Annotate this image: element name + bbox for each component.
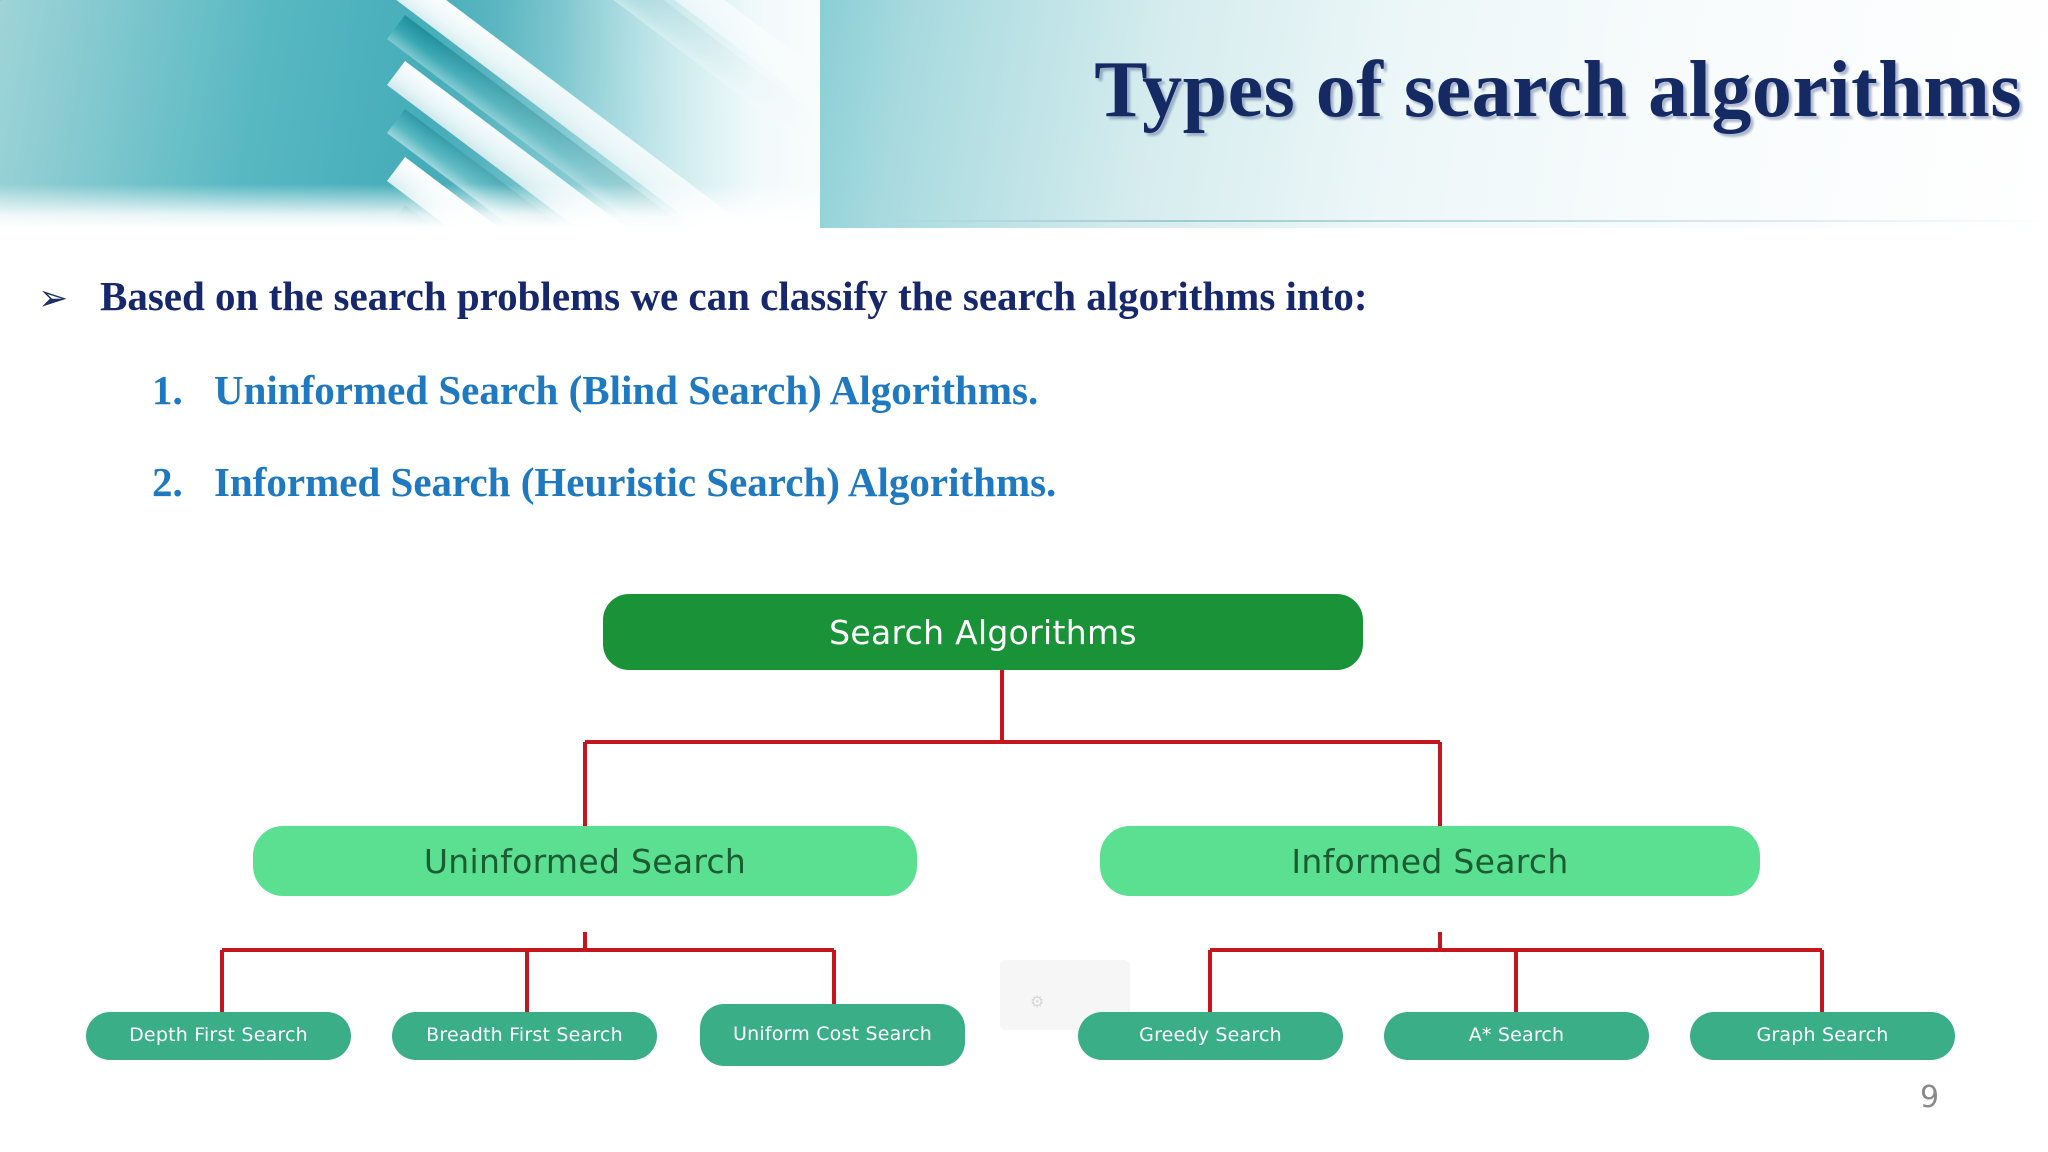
diagram-watermark-glyph: ⚙ bbox=[1030, 992, 1045, 1011]
header-architecture-photo bbox=[0, 0, 820, 228]
list-item: 1. Uninformed Search (Blind Search) Algo… bbox=[152, 366, 1038, 414]
page-title: Types of search algorithms bbox=[1094, 46, 2022, 134]
header-underline bbox=[880, 220, 2048, 222]
list-item-label: Informed Search (Heuristic Search) Algor… bbox=[214, 459, 1057, 505]
tree-leaf-a-star-search[interactable]: A* Search bbox=[1384, 1012, 1649, 1060]
list-item-marker: 1. bbox=[152, 367, 183, 413]
tree-node-uninformed-search[interactable]: Uninformed Search bbox=[253, 826, 917, 896]
tree-connector-lines bbox=[220, 670, 1824, 1012]
tree-node-informed-search[interactable]: Informed Search bbox=[1100, 826, 1760, 896]
slide-header: Types of search algorithms bbox=[0, 0, 2048, 228]
main-bullet-text: Based on the search problems we can clas… bbox=[100, 273, 1368, 319]
arrow-bullet-icon: ➢ bbox=[38, 278, 69, 319]
tree-leaf-uniform-cost-search[interactable]: Uniform Cost Search bbox=[700, 1004, 965, 1066]
page-number: 9 bbox=[1920, 1080, 1940, 1115]
tree-leaf-greedy-search[interactable]: Greedy Search bbox=[1078, 1012, 1343, 1060]
list-item-label: Uninformed Search (Blind Search) Algorit… bbox=[214, 367, 1039, 413]
search-algorithms-tree-diagram: ⚙ Search Algorithms Uninformed Search In… bbox=[0, 560, 2048, 1100]
tree-leaf-breadth-first-search[interactable]: Breadth First Search bbox=[392, 1012, 657, 1060]
list-item: 2. Informed Search (Heuristic Search) Al… bbox=[152, 458, 1056, 506]
list-item-marker: 2. bbox=[152, 459, 183, 505]
main-bullet: ➢ Based on the search problems we can cl… bbox=[38, 272, 1368, 320]
tree-leaf-graph-search[interactable]: Graph Search bbox=[1690, 1012, 1955, 1060]
tree-node-root[interactable]: Search Algorithms bbox=[603, 594, 1363, 670]
tree-leaf-depth-first-search[interactable]: Depth First Search bbox=[86, 1012, 351, 1060]
